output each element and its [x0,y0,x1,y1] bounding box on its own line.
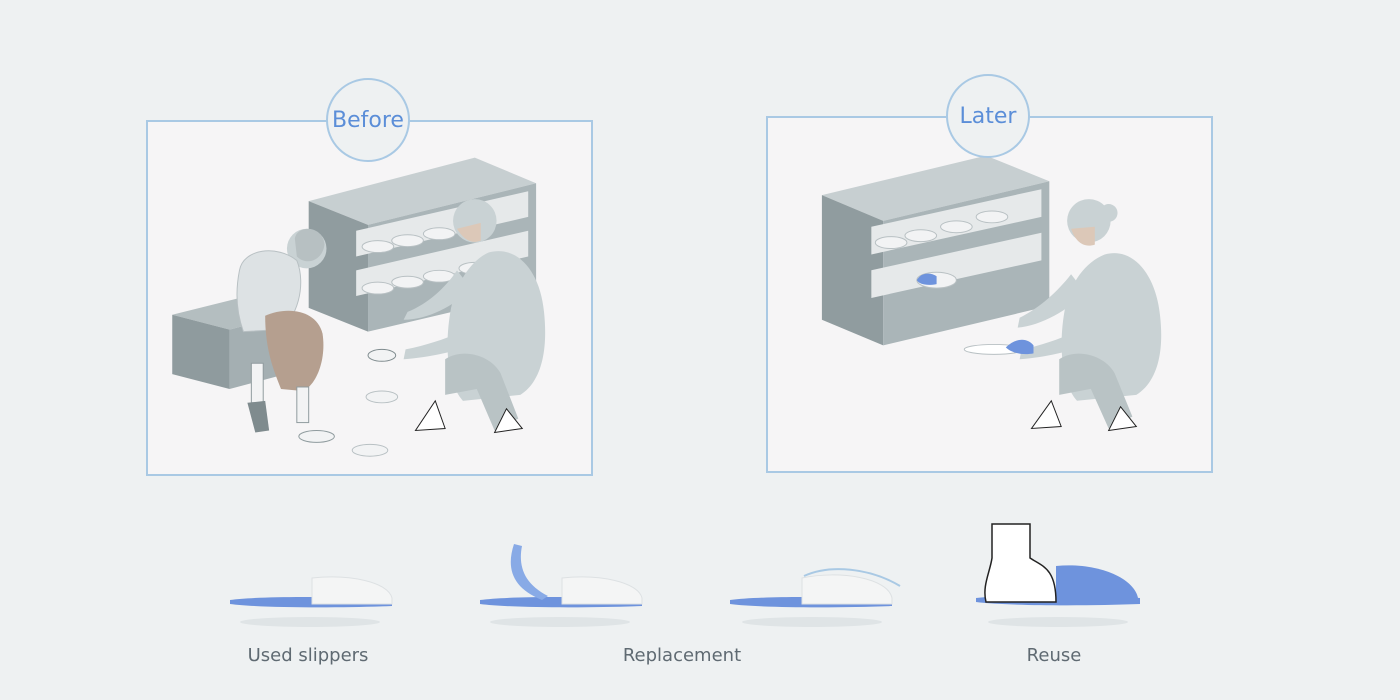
step-caption-used-slippers: Used slippers [247,645,369,666]
before-scene-illustration [172,157,546,457]
step-caption-replacement: Replacement [622,645,742,666]
replacement-step2-slipper-icon [730,568,901,627]
before-label: Before [332,107,404,133]
later-panel [766,116,1213,473]
later-label-badge: Later [946,74,1030,158]
later-scene-illustration [821,155,1162,432]
step-caption-reuse: Reuse [1026,645,1082,666]
replacement-step1-slipper-icon [480,544,643,627]
before-label-badge: Before [326,78,410,162]
used-slippers-slipper-icon [230,576,393,627]
before-panel [146,120,593,476]
later-label: Later [959,103,1017,129]
reuse-slipper-with-foot-icon [976,523,1140,627]
